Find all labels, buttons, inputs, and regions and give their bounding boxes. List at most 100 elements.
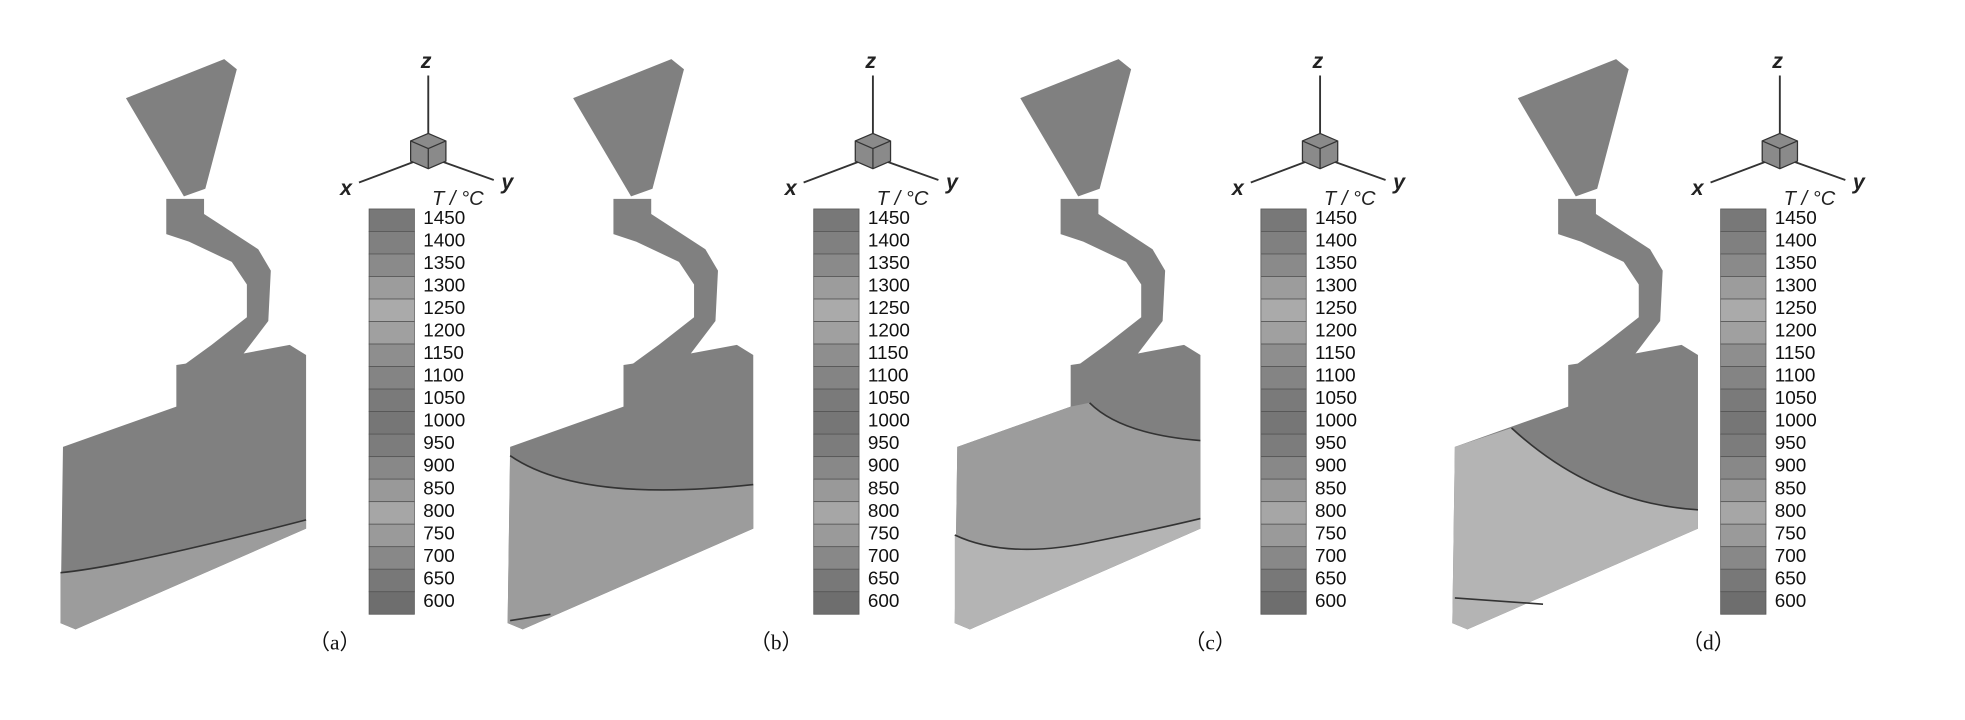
colorbar-segment	[368, 456, 415, 480]
colorbar-tick-label: 950	[423, 433, 455, 454]
colorbar-segment	[1720, 591, 1767, 615]
colorbar-segment	[1260, 366, 1307, 390]
colorbar-segment	[813, 343, 860, 367]
panel-caption: （b）	[749, 631, 803, 655]
colorbar-tick-label: 1300	[423, 276, 465, 297]
colorbar-segment	[1260, 231, 1307, 255]
colorbar-tick-label: 1200	[868, 321, 910, 342]
colorbar-tick-label: 850	[423, 478, 455, 499]
colorbar-tick-label: 800	[1775, 501, 1807, 522]
pouring-cup	[1517, 59, 1629, 197]
z-axis-label: z	[1771, 49, 1783, 73]
colorbar-tick-label: 750	[1775, 523, 1807, 544]
isotherm-line	[1454, 597, 1544, 606]
colorbar-tick-label: 650	[868, 568, 900, 589]
sprue-runner	[613, 198, 718, 378]
colorbar-segment	[813, 366, 860, 390]
colorbar-tick-label: 850	[1315, 478, 1347, 499]
casting-block	[60, 344, 307, 630]
isotherm-line	[510, 613, 551, 622]
pouring-cup	[573, 59, 684, 197]
legend-title: T / °C	[432, 188, 484, 210]
colorbar-segment	[1720, 321, 1767, 345]
colorbar-segment	[1720, 253, 1767, 277]
isotherm-line	[509, 454, 754, 491]
legend-title: T / °C	[1784, 188, 1836, 210]
colorbar-tick-label: 1450	[868, 208, 910, 229]
colorbar-tick-label: 700	[868, 546, 900, 567]
colorbar-tick-label: 1100	[868, 366, 909, 387]
colorbar-segment	[1260, 546, 1307, 570]
colorbar-tick-label: 1400	[1775, 231, 1817, 252]
pouring-cup	[1020, 59, 1132, 197]
colorbar-segment	[1260, 208, 1307, 232]
colorbar-segment	[368, 523, 415, 548]
z-axis-label: z	[420, 49, 432, 73]
colorbar-segment	[813, 231, 860, 255]
colorbar-segment	[813, 253, 860, 277]
colorbar-segment	[1260, 501, 1307, 525]
colorbar-segment	[1720, 568, 1767, 593]
colorbar-tick-label: 1350	[423, 253, 465, 274]
colorbar-tick-label: 800	[423, 501, 455, 522]
colorbar-segment	[1720, 276, 1767, 300]
colorbar-tick-label: 700	[423, 546, 455, 567]
colorbar-segment	[368, 568, 415, 593]
colorbar-segment	[813, 546, 860, 570]
colorbar-tick-label: 1250	[1315, 298, 1357, 319]
colorbar-segment	[1720, 208, 1767, 232]
colorbar-tick-label: 900	[1315, 456, 1347, 477]
sprue-runner	[166, 198, 271, 378]
colorbar-tick-label: 1100	[423, 366, 464, 387]
colorbar-segment	[1260, 298, 1307, 322]
colorbar-tick-label: 1000	[423, 411, 465, 432]
x-axis-line	[358, 160, 417, 184]
casting-model	[507, 59, 754, 630]
colorbar-segment	[1260, 433, 1307, 458]
cooled-zone	[60, 519, 307, 630]
colorbar-tick-label: 1100	[1775, 366, 1816, 387]
x-axis-label: x	[784, 176, 798, 200]
colorbar-segment	[368, 253, 415, 277]
colorbar-tick-label: 1350	[1775, 253, 1817, 274]
colorbar-segment	[1720, 366, 1767, 390]
colorbar-tick-label: 900	[423, 456, 455, 477]
y-axis-label: y	[1392, 170, 1406, 194]
colorbar-tick-label: 1200	[423, 321, 465, 342]
panel-caption: （d）	[1682, 631, 1736, 655]
colorbar-segment	[813, 591, 860, 615]
colorbar-segment	[1720, 546, 1767, 570]
x-axis-label: x	[1691, 176, 1705, 200]
colorbar-tick-label: 1050	[868, 388, 910, 409]
cooled-zone	[1452, 427, 1698, 630]
colorbar-tick-label: 1000	[868, 411, 910, 432]
colorbar-segment	[813, 523, 860, 548]
colorbar-tick-label: 800	[868, 501, 900, 522]
casting-model	[954, 59, 1201, 630]
colorbar-segment	[1260, 478, 1307, 503]
y-axis-label: y	[500, 170, 514, 194]
isotherm-line	[1510, 427, 1699, 511]
x-axis-line	[1710, 160, 1768, 184]
colorbar-segment	[368, 231, 415, 255]
colorbar-segment	[813, 298, 860, 322]
colorbar-segment	[368, 366, 415, 390]
colorbar-segment	[368, 478, 415, 503]
colorbar-segment	[368, 546, 415, 570]
colorbar-tick-label: 1450	[423, 208, 465, 229]
colorbar-segment	[1720, 456, 1767, 480]
colorbar-segment	[368, 276, 415, 300]
colorbar-segment	[368, 591, 415, 615]
colorbar-segment	[813, 456, 860, 480]
colorbar-segment	[1720, 411, 1767, 435]
colorbar-segment	[368, 298, 415, 322]
colorbar-tick-label: 1300	[868, 276, 910, 297]
colorbar-tick-label: 750	[868, 523, 900, 544]
y-axis-label: y	[945, 170, 959, 194]
cooled-zone	[954, 518, 1201, 630]
colorbar-tick-label: 1000	[1775, 411, 1817, 432]
panel-caption: （c）	[1184, 631, 1236, 655]
colorbar-segment	[1260, 321, 1307, 345]
colorbar-segment	[368, 433, 415, 458]
